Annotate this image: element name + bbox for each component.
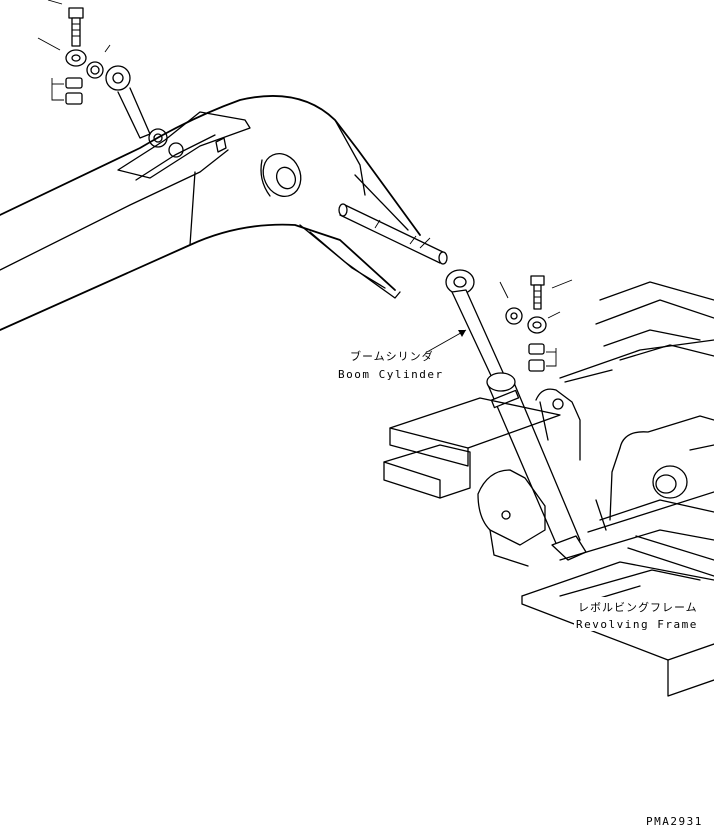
boom-cylinder-callout: ブームシリンダ Boom Cylinder: [338, 329, 467, 381]
boom: [0, 95, 421, 331]
revolving-frame-label-en: Revolving Frame: [576, 618, 698, 631]
revolving-frame: [383, 281, 714, 697]
lower-hardware: [499, 275, 573, 372]
revolving-frame-callout: レボルビングフレーム Revolving Frame: [574, 597, 706, 631]
boom-foot-pin: [338, 203, 448, 265]
upper-hardware: [37, 0, 111, 105]
bolt-icon: [530, 275, 545, 310]
upper-link: [105, 65, 151, 139]
boom-cylinder-label-jp: ブームシリンダ: [350, 349, 434, 363]
boom-cylinder: [445, 269, 587, 561]
revolving-frame-label-jp: レボルビングフレーム: [578, 600, 698, 614]
bolt-icon: [68, 7, 84, 47]
boom-cylinder-label-en: Boom Cylinder: [338, 368, 444, 381]
figure-code: PMA2931: [646, 815, 703, 828]
